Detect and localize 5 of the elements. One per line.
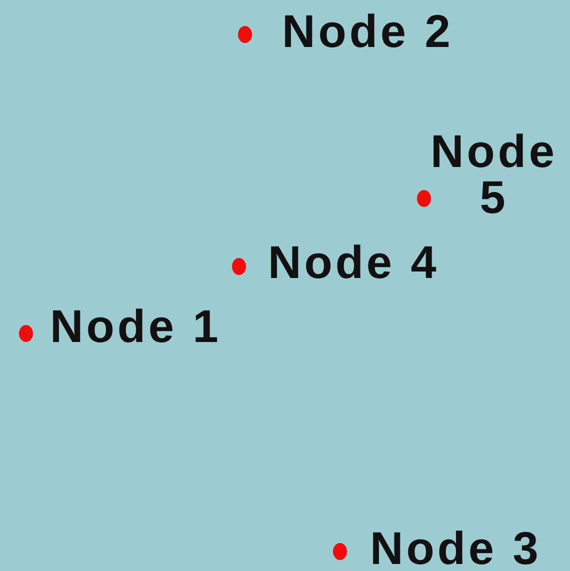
- point-label: Node 1: [50, 303, 222, 349]
- point-label: Node 2: [282, 8, 454, 54]
- point-label: Node 5: [430, 128, 558, 220]
- point-label: Node 4: [268, 239, 440, 285]
- point-label: Node 3: [370, 525, 542, 571]
